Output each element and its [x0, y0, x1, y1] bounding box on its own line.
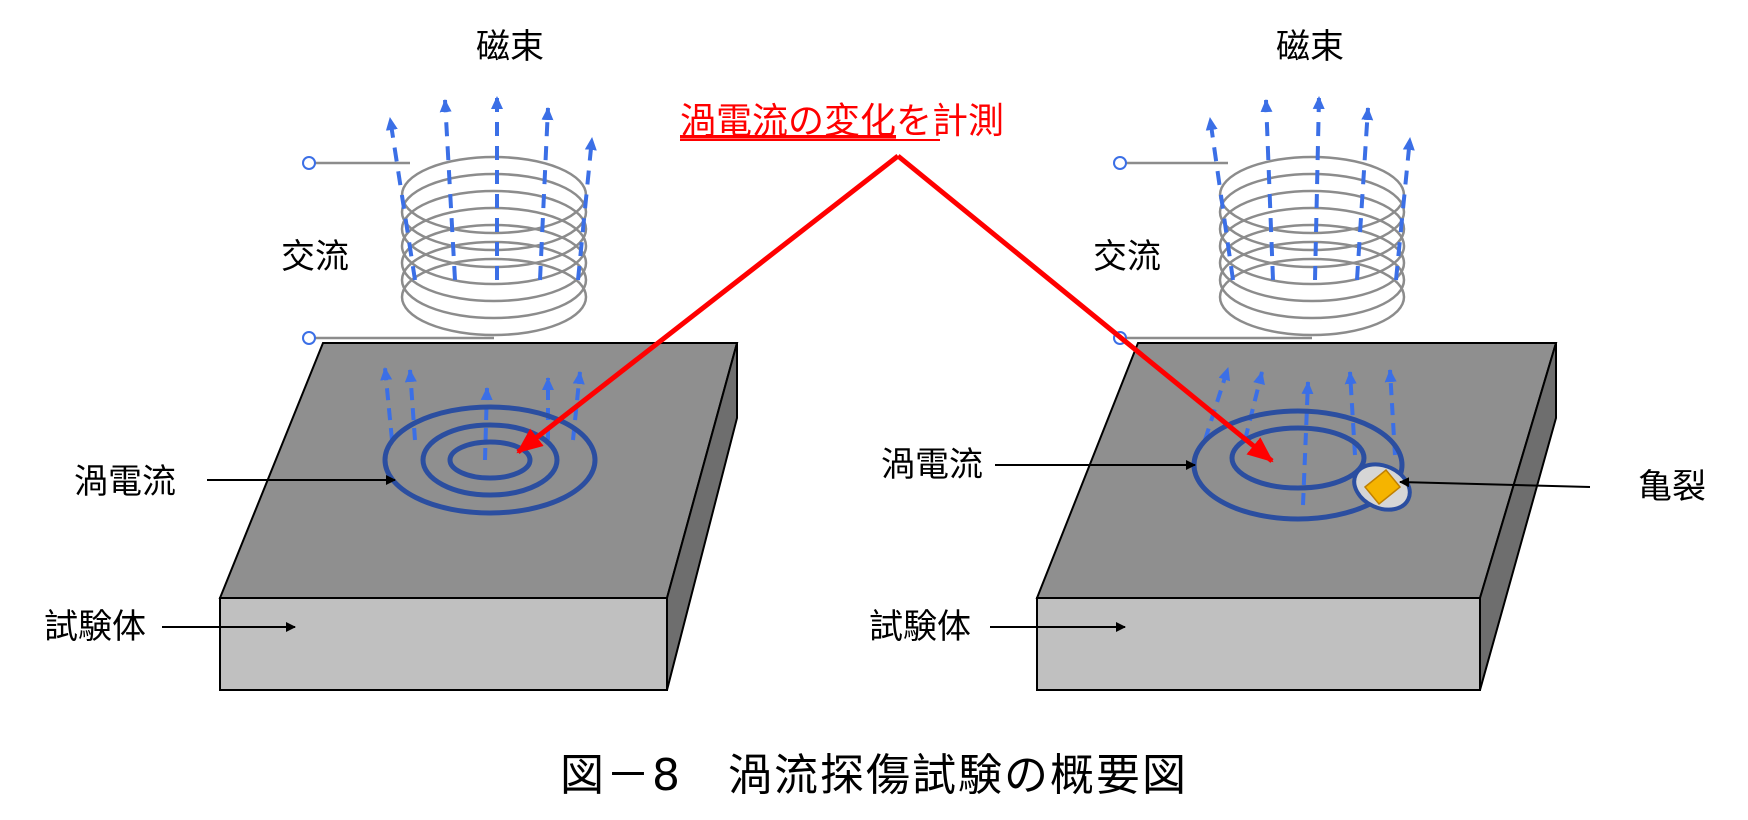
crack-label: 亀裂	[1638, 467, 1706, 507]
measure-label-underlined: 渦電流の変化	[680, 101, 896, 142]
left-specimen-block	[218, 342, 739, 691]
right-flux-arrows-block	[1203, 367, 1397, 506]
left-eddy-rings	[382, 404, 598, 516]
right-specimen-label: 試験体	[869, 607, 971, 647]
right-terminal-top	[1113, 156, 1127, 170]
right-block-top	[1035, 342, 1558, 599]
right-coil	[1121, 155, 1406, 340]
right-flux-label: 磁束	[1276, 27, 1344, 67]
left-block-front	[219, 597, 668, 691]
right-block-front	[1036, 597, 1481, 691]
crack-marker	[1352, 462, 1412, 512]
left-flux-arrows-coil	[385, 96, 597, 281]
red-arrow-left	[516, 154, 900, 454]
figure-caption: 図－8 渦流探傷試験の概要図	[560, 750, 1188, 801]
right-eddy-label: 渦電流	[881, 445, 983, 485]
right-ac-label: 交流	[1093, 237, 1161, 277]
left-terminal-bottom	[302, 331, 316, 345]
left-coil	[310, 155, 588, 340]
crack-leader	[1399, 477, 1591, 488]
left-flux-label: 磁束	[476, 27, 544, 67]
left-ac-label: 交流	[281, 237, 349, 277]
right-flux-arrows-coil	[1205, 96, 1415, 281]
measure-label-rest: を計測	[896, 101, 1004, 142]
left-eddy-label: 渦電流	[74, 462, 176, 502]
left-block-top	[218, 342, 739, 599]
measurement-arrows	[516, 154, 1274, 463]
left-specimen-label: 試験体	[44, 607, 146, 647]
right-assembly: 磁束 交流 渦電流 試験体 亀裂	[869, 27, 1706, 691]
right-specimen-block	[1035, 342, 1558, 691]
measure-label: 渦電流の変化を計測	[680, 101, 1004, 142]
left-terminal-top	[302, 156, 316, 170]
left-assembly: 磁束 交流 渦電流 試験体	[44, 27, 739, 691]
red-arrow-right	[896, 154, 1274, 463]
